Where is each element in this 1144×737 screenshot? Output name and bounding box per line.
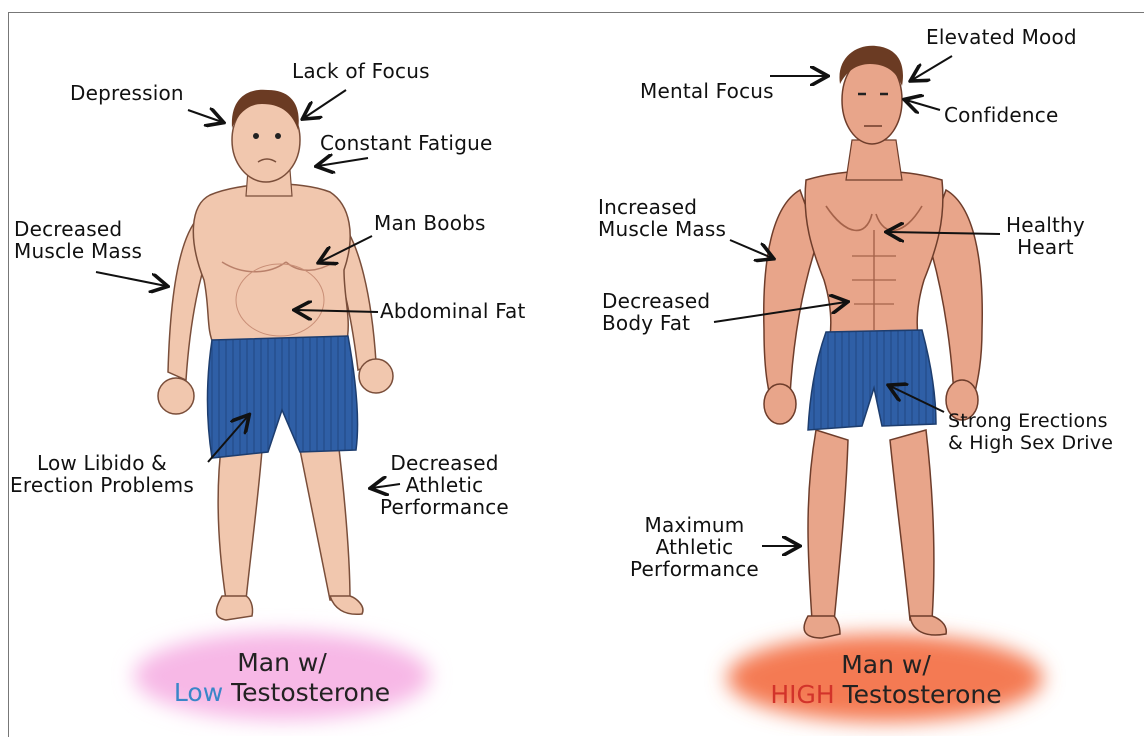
high-t-man-figure (764, 46, 982, 638)
label-decreased-athletic: Decreased Athletic Performance (380, 452, 509, 518)
low-caption-line2: Low Testosterone (132, 678, 432, 708)
label-depression: Depression (70, 82, 184, 104)
label-decreased-muscle-mass: Decreased Muscle Mass (14, 218, 142, 262)
label-confidence: Confidence (944, 104, 1058, 126)
label-healthy-heart: Healthy Heart (1006, 214, 1085, 258)
low-t-man-figure (158, 90, 393, 620)
high-caption-suffix: Testosterone (843, 680, 1002, 709)
high-caption-line2: HIGH Testosterone (728, 680, 1044, 710)
low-t-caption: Man w/ Low Testosterone (132, 648, 432, 708)
label-increased-muscle-mass: Increased Muscle Mass (598, 196, 726, 240)
label-lack-of-focus: Lack of Focus (292, 60, 430, 82)
label-maximum-athletic: Maximum Athletic Performance (630, 514, 759, 580)
high-caption-line1: Man w/ (728, 650, 1044, 680)
high-caption-word: HIGH (770, 680, 834, 709)
high-t-caption: Man w/ HIGH Testosterone (728, 650, 1044, 710)
label-elevated-mood: Elevated Mood (926, 26, 1077, 48)
label-abdominal-fat: Abdominal Fat (380, 300, 526, 322)
low-caption-suffix: Testosterone (231, 678, 390, 707)
label-mental-focus: Mental Focus (640, 80, 774, 102)
low-caption-word: Low (174, 678, 223, 707)
label-low-libido: Low Libido & Erection Problems (10, 452, 194, 496)
label-man-boobs: Man Boobs (374, 212, 486, 234)
label-decreased-body-fat: Decreased Body Fat (602, 290, 710, 334)
label-strong-erections: Strong Erections & High Sex Drive (948, 410, 1113, 454)
low-caption-line1: Man w/ (132, 648, 432, 678)
label-constant-fatigue: Constant Fatigue (320, 132, 492, 154)
